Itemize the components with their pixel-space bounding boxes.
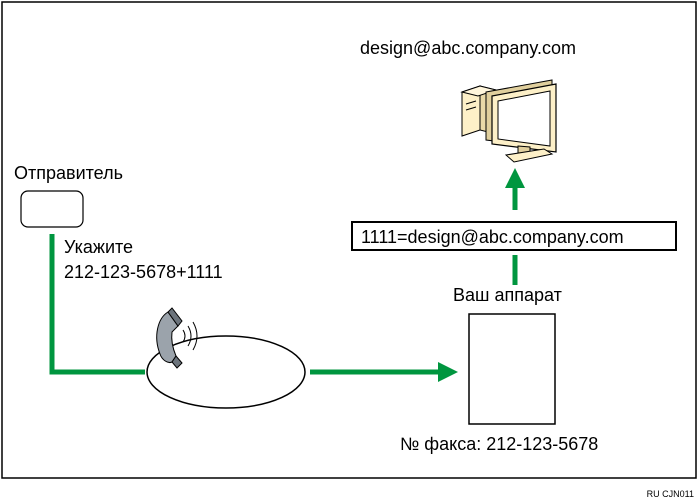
- telephone-network: [146, 335, 306, 409]
- routing-rule: 1111=design@abc.company.com: [361, 227, 624, 247]
- recipient-email: design@abc.company.com: [360, 38, 576, 58]
- machine-box: [468, 313, 556, 425]
- routing-box: [351, 221, 677, 251]
- machine-label: Ваш аппарат: [453, 285, 562, 305]
- arrow-to-machine: [310, 362, 458, 382]
- arrow-to-computer: [505, 168, 525, 210]
- sender-instruction-line2: 212-123-5678+1111: [64, 262, 223, 282]
- sender-device: [20, 190, 84, 228]
- fax-number: № факса: 212-123-5678: [400, 434, 598, 454]
- telephone-handset-icon: [156, 307, 198, 369]
- sender-label: Отправитель: [14, 163, 123, 183]
- figure-code: RU CJN011: [647, 489, 694, 499]
- sender-instruction-line1: Укажите: [64, 237, 133, 257]
- sender-line: [49, 234, 145, 375]
- diagram-frame: [1, 1, 697, 479]
- computer-icon: [460, 79, 557, 163]
